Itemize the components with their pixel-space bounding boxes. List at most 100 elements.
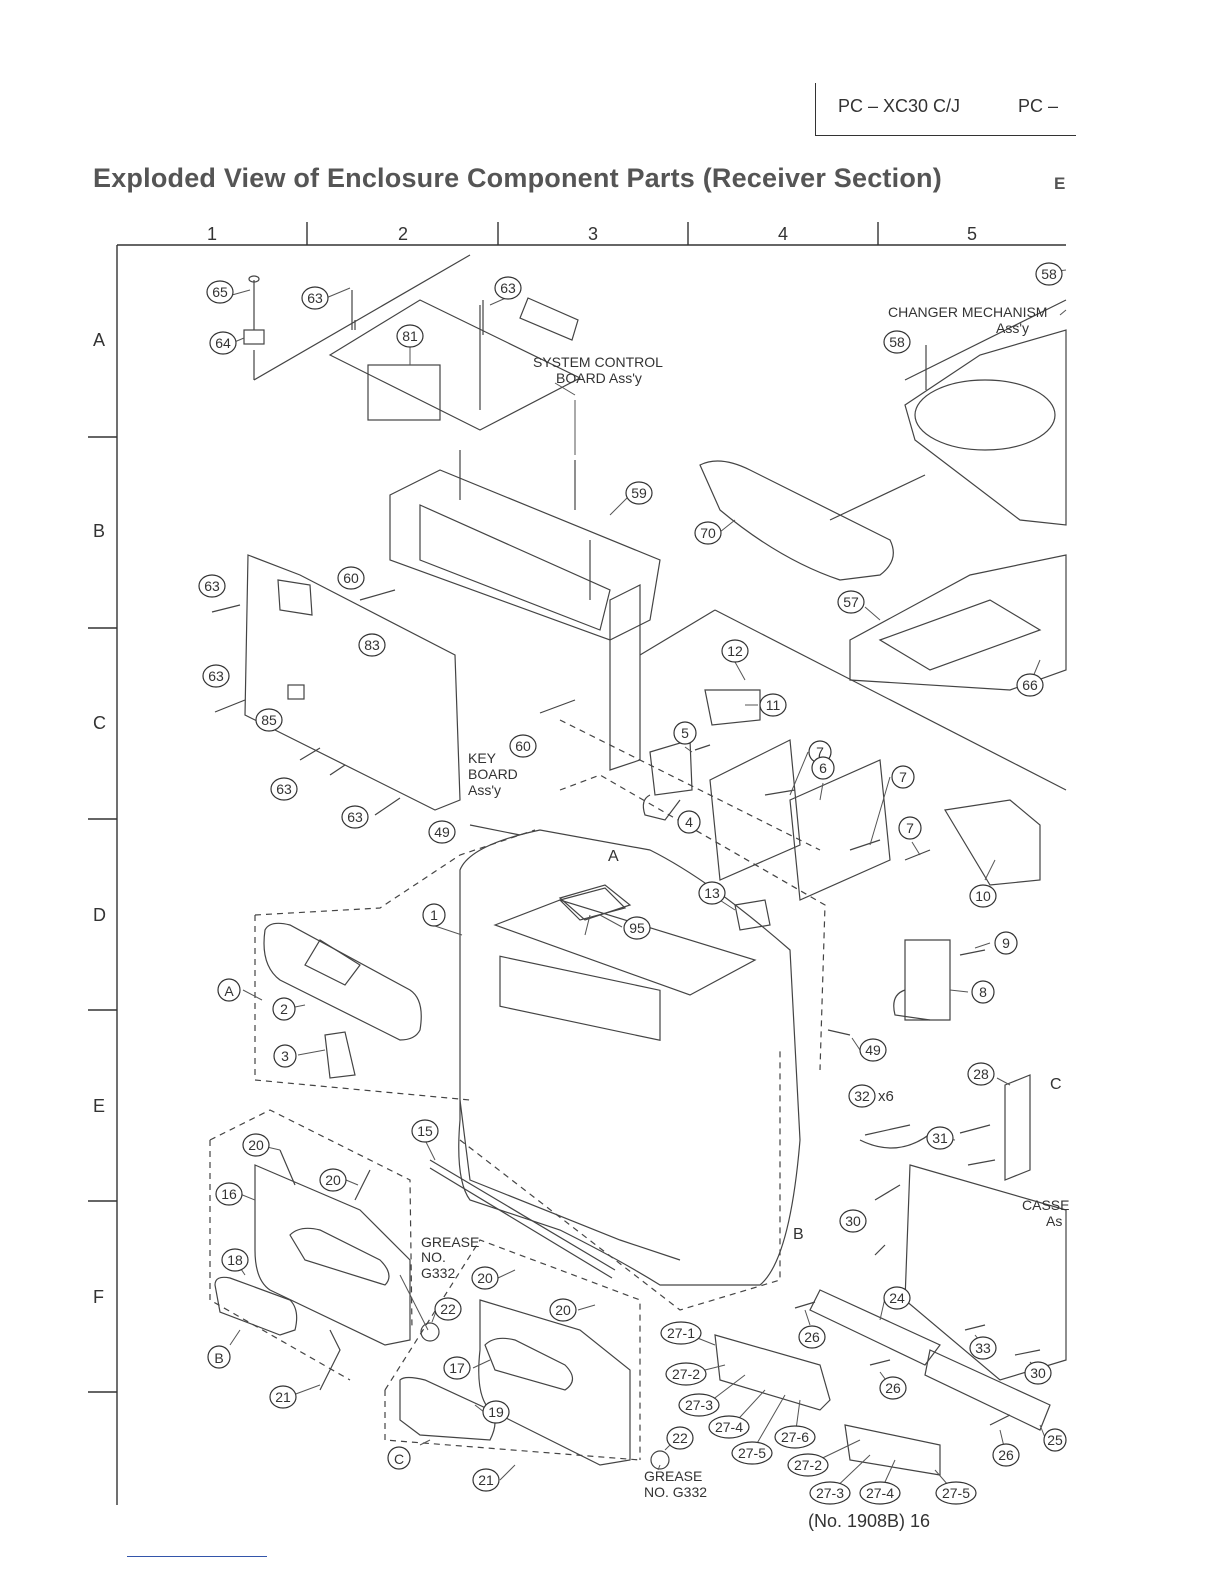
callout-27-3: 27-3 — [816, 1485, 844, 1501]
callout-9: 9 — [1002, 935, 1010, 951]
callout-49: 49 — [865, 1042, 881, 1058]
label-grease-1-no: NO. — [421, 1249, 446, 1265]
callout-1: 1 — [430, 907, 438, 923]
callout-3: 3 — [281, 1048, 289, 1064]
callout-33: 33 — [975, 1340, 991, 1356]
label-key: KEY — [468, 750, 497, 766]
label-grease-2-code: NO. G332 — [644, 1484, 707, 1500]
grid-column-5: 5 — [967, 224, 978, 244]
callout-27-2: 27-2 — [794, 1457, 822, 1473]
page-title: Exploded View of Enclosure Component Par… — [93, 163, 942, 193]
callout-20: 20 — [325, 1172, 341, 1188]
label-cassette: CASSE — [1022, 1197, 1069, 1213]
svg-text:B: B — [214, 1350, 223, 1366]
callout-7: 7 — [906, 820, 914, 836]
callout-49: 49 — [434, 824, 450, 840]
part-outlines — [209, 254, 1067, 1476]
label-cassette-as: As — [1046, 1213, 1062, 1229]
callout-4: 4 — [685, 814, 693, 830]
callout-27-6: 27-6 — [781, 1429, 809, 1445]
callout-30: 30 — [1030, 1365, 1046, 1381]
callout-6: 6 — [819, 760, 827, 776]
callout-27-2: 27-2 — [672, 1366, 700, 1382]
callout-28: 28 — [973, 1066, 989, 1082]
callout-63: 63 — [347, 809, 363, 825]
callout-2: 2 — [280, 1001, 288, 1017]
callout-66: 66 — [1022, 677, 1038, 693]
bottom-rule — [127, 1556, 267, 1557]
callout-32: 32 — [854, 1088, 870, 1104]
grid-row-f: F — [93, 1287, 104, 1307]
model-number: PC – XC30 C/J — [838, 96, 961, 116]
label-board-assy: BOARD Ass'y — [556, 370, 642, 386]
callout-25: 25 — [1047, 1432, 1063, 1448]
callout-19: 19 — [488, 1404, 504, 1420]
label-grease-1-code: G332 — [421, 1265, 455, 1281]
callout-63: 63 — [208, 668, 224, 684]
model-header-box — [815, 83, 1076, 136]
grid-row-b: B — [93, 521, 106, 541]
callout-18: 18 — [227, 1252, 243, 1268]
callout-20: 20 — [477, 1270, 493, 1286]
label-changer-assy: Ass'y — [996, 320, 1029, 336]
grid-column-3: 3 — [588, 224, 599, 244]
grid-column-2: 2 — [398, 224, 409, 244]
diagram-labels: CHANGER MECHANISM Ass'y SYSTEM CONTROL B… — [421, 304, 1069, 1500]
screw-lines — [211, 290, 1041, 1426]
callout-22: 22 — [440, 1301, 456, 1317]
callout-27-5: 27-5 — [738, 1445, 766, 1461]
callout-22: 22 — [672, 1430, 688, 1446]
ref-b-circle: B — [207, 1345, 231, 1369]
callout-21: 21 — [275, 1389, 291, 1405]
page-footer: (No. 1908B) 16 — [808, 1511, 931, 1531]
callout-30: 30 — [845, 1213, 861, 1229]
callout-26: 26 — [804, 1329, 820, 1345]
leader-lines — [229, 269, 1067, 1494]
callout-10: 10 — [975, 888, 991, 904]
callout-57: 57 — [843, 594, 859, 610]
grid-row-d: D — [93, 905, 106, 925]
callout-8: 8 — [979, 984, 987, 1000]
label-changer: CHANGER MECHANISM — [888, 304, 1047, 320]
callout-24: 24 — [889, 1290, 905, 1306]
label-grease-1: GREASE — [421, 1234, 479, 1250]
label-key-assy: Ass'y — [468, 782, 501, 798]
callout-20: 20 — [555, 1302, 571, 1318]
callout-15: 15 — [417, 1123, 433, 1139]
callout-26: 26 — [885, 1380, 901, 1396]
callout-13: 13 — [704, 885, 720, 901]
callout-5: 5 — [681, 725, 689, 741]
part-callouts: 65 63 63 64 81 58 58 59 70 63 60 83 63 8… — [198, 262, 1067, 1505]
callout-60: 60 — [515, 738, 531, 754]
label-grease-2: GREASE — [644, 1468, 702, 1484]
callout-21: 21 — [478, 1472, 494, 1488]
callout-63: 63 — [307, 290, 323, 306]
callout-16: 16 — [221, 1186, 237, 1202]
callout-85: 85 — [261, 712, 277, 728]
callout-70: 70 — [700, 525, 716, 541]
reference-circles: A B C — [207, 978, 411, 1470]
callout-64: 64 — [215, 335, 231, 351]
callout-63: 63 — [276, 781, 292, 797]
title-cut-letter: E — [1054, 174, 1066, 193]
callout-27-1: 27-1 — [667, 1325, 695, 1341]
grid-column-1: 1 — [207, 224, 218, 244]
label-board: BOARD — [468, 766, 518, 782]
callout-60: 60 — [343, 570, 359, 586]
grid-column-4: 4 — [778, 224, 789, 244]
callout-27-3: 27-3 — [685, 1397, 713, 1413]
ref-c-circle: C — [387, 1446, 411, 1470]
callout-11: 11 — [766, 697, 781, 713]
model-number-cut: PC – — [1018, 96, 1059, 116]
callout-81: 81 — [402, 328, 418, 344]
svg-text:A: A — [224, 983, 234, 999]
callout-95: 95 — [629, 920, 645, 936]
callout-17: 17 — [449, 1360, 465, 1376]
callout-58: 58 — [889, 334, 905, 350]
callout-63: 63 — [204, 578, 220, 594]
callout-26: 26 — [998, 1447, 1014, 1463]
grid-row-a: A — [93, 330, 106, 350]
grid-row-c: C — [93, 713, 106, 733]
ref-a-circle: A — [217, 978, 241, 1002]
